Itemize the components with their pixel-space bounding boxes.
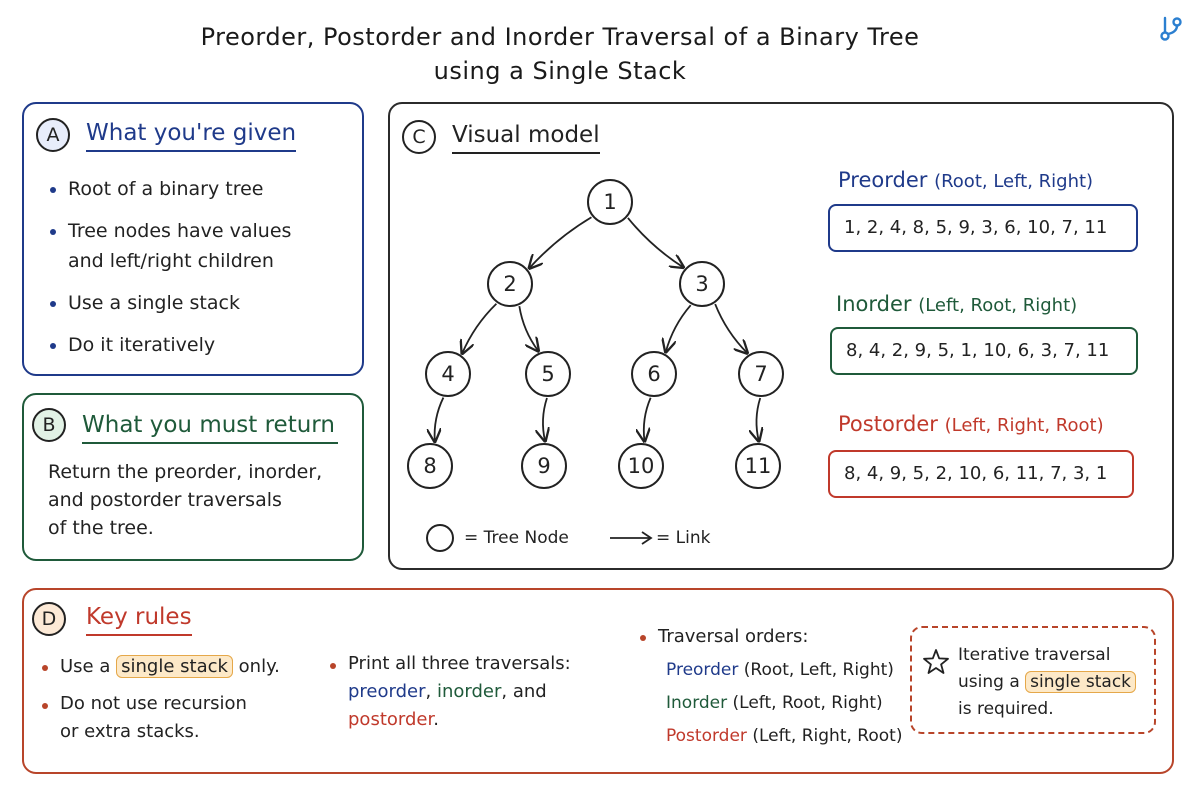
tree-node-label: 7 xyxy=(754,362,767,386)
tree-node-1: 1 xyxy=(587,179,633,225)
given-list: Root of a binary tree Tree nodes have va… xyxy=(46,174,291,360)
title-line-2: using a Single Stack xyxy=(433,57,687,85)
panel-a-heading: What you're given xyxy=(86,118,297,152)
star-icon xyxy=(923,649,949,674)
tree-node-2: 2 xyxy=(487,261,533,307)
given-item: Use a single stack xyxy=(46,288,291,318)
badge-c: C xyxy=(402,120,436,154)
binary-tree-diagram: 1 2 3 4 5 6 7 8 9 10 11 xyxy=(407,179,784,489)
highlight-single-stack-callout: single stack xyxy=(1025,671,1137,693)
panel-return xyxy=(22,393,364,561)
tree-node-circle xyxy=(525,351,571,397)
tree-edge-arrow xyxy=(756,397,760,441)
tree-node-10: 10 xyxy=(618,443,664,489)
tree-node-label: 8 xyxy=(423,454,436,478)
tree-node-7: 7 xyxy=(738,351,784,397)
rule-item: Use a single stack only. xyxy=(38,652,280,682)
highlight-single-stack: single stack xyxy=(116,655,233,678)
legend-link-label: = Link xyxy=(656,528,711,548)
rule-item: Print all three traversals: preorder, in… xyxy=(326,650,571,734)
tree-node-label: 9 xyxy=(537,454,550,478)
tree-node-label: 3 xyxy=(695,272,708,296)
given-item: Tree nodes have values xyxy=(46,216,291,246)
tree-node-label: 1 xyxy=(603,190,616,214)
tree-edge-arrow xyxy=(666,304,692,352)
preorder-heading: Preorder (Root, Left, Right) xyxy=(838,168,1094,192)
badge-b: B xyxy=(32,408,66,442)
tree-node-circle xyxy=(407,443,453,489)
badge-d: D xyxy=(32,602,66,636)
tree-node-circle xyxy=(738,351,784,397)
tree-node-circle xyxy=(521,443,567,489)
tree-node-label: 5 xyxy=(541,362,554,386)
tree-edge-arrow xyxy=(714,303,747,353)
tree-node-11: 11 xyxy=(735,443,781,489)
tree-node-circle xyxy=(735,443,781,489)
tree-node-4: 4 xyxy=(425,351,471,397)
tree-edge-arrow xyxy=(529,216,592,268)
rules-list-orders: Traversal orders: xyxy=(636,622,808,652)
rule-item: Traversal orders: xyxy=(636,622,808,652)
panel-visual-model xyxy=(388,102,1174,570)
return-description: Return the preorder, inorder, and postor… xyxy=(48,461,323,539)
tree-node-label: 6 xyxy=(647,362,660,386)
callout-box xyxy=(910,626,1156,734)
tree-edge-arrow xyxy=(644,397,652,441)
tree-node-label: 4 xyxy=(441,362,454,386)
given-item: Do it iteratively xyxy=(46,330,291,360)
branch-icon xyxy=(1160,16,1182,41)
panel-b-heading: What you must return xyxy=(82,410,338,444)
title-line-1: Preorder, Postorder and Inorder Traversa… xyxy=(200,23,920,51)
badge-a: A xyxy=(36,118,70,152)
given-item: Root of a binary tree xyxy=(46,174,291,204)
tree-node-3: 3 xyxy=(679,261,725,307)
tree-node-8: 8 xyxy=(407,443,453,489)
tree-edge-arrow xyxy=(435,397,445,442)
tree-node-circle xyxy=(618,443,664,489)
callout-text: Iterative traversal using a single stack… xyxy=(958,642,1137,723)
tree-node-9: 9 xyxy=(521,443,567,489)
rules-list-left: Use a single stack only. Do not use recu… xyxy=(38,652,280,746)
tree-edge-arrow xyxy=(462,303,498,354)
inorder-heading: Inorder (Left, Root, Right) xyxy=(836,292,1078,316)
traversal-orders-list: Preorder (Root, Left, Right) Inorder (Le… xyxy=(666,654,902,753)
tree-node-label: 11 xyxy=(745,454,772,478)
given-item-continuation: and left/right children xyxy=(68,250,274,272)
legend-node-icon xyxy=(426,524,454,552)
panel-given xyxy=(22,102,364,376)
panel-key-rules xyxy=(22,588,1174,774)
preorder-result: 1, 2, 4, 8, 5, 9, 3, 6, 10, 7, 11 xyxy=(828,204,1138,252)
postorder-heading: Postorder (Left, Right, Root) xyxy=(838,412,1104,436)
tree-edge-arrow xyxy=(543,397,547,441)
order-inorder: Inorder (Left, Root, Right) xyxy=(666,693,883,713)
order-preorder: Preorder (Root, Left, Right) xyxy=(666,660,894,680)
tree-edge-arrow xyxy=(518,305,538,351)
tree-node-label: 2 xyxy=(503,272,516,296)
tree-edge-arrow xyxy=(627,217,683,267)
tree-node-circle xyxy=(487,261,533,307)
tree-node-circle xyxy=(679,261,725,307)
tree-node-6: 6 xyxy=(631,351,677,397)
panel-d-heading: Key rules xyxy=(86,602,192,636)
tree-node-circle xyxy=(425,351,471,397)
rule-item: Do not use recursion or extra stacks. xyxy=(38,690,280,746)
legend-arrow-icon xyxy=(610,531,653,545)
postorder-result: 8, 4, 9, 5, 2, 10, 6, 11, 7, 3, 1 xyxy=(828,450,1134,498)
order-postorder: Postorder (Left, Right, Root) xyxy=(666,726,903,746)
tree-node-circle xyxy=(631,351,677,397)
tree-node-circle xyxy=(587,179,633,225)
tree-node-5: 5 xyxy=(525,351,571,397)
inorder-result: 8, 4, 2, 9, 5, 1, 10, 6, 3, 7, 11 xyxy=(830,327,1138,375)
page-title: Preorder, Postorder and Inorder Traversa… xyxy=(0,20,1120,88)
tree-node-label: 10 xyxy=(628,454,655,478)
rules-list-middle: Print all three traversals: preorder, in… xyxy=(326,650,571,734)
legend-node-label: = Tree Node xyxy=(464,528,569,548)
panel-c-heading: Visual model xyxy=(452,120,600,154)
